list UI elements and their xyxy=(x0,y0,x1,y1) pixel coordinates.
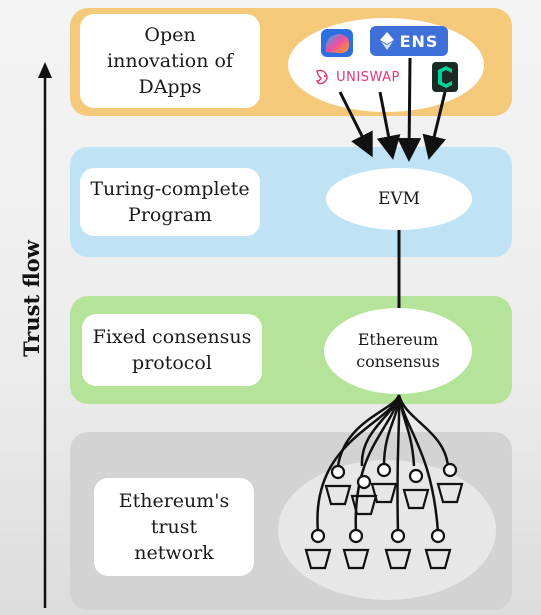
evm-node: EVM xyxy=(326,168,472,230)
consensus-label: Fixed consensus protocol xyxy=(82,314,262,386)
network-label: Ethereum's trust network xyxy=(94,478,254,576)
uniswap-logo-text: UNISWAP xyxy=(336,69,400,85)
network-nodes xyxy=(304,462,464,570)
trust-flow-arrow xyxy=(38,62,52,608)
dapp-logo-colorful-icon xyxy=(320,28,354,58)
ethereum-consensus-node: Ethereum consensus xyxy=(324,308,472,394)
dapps-label: Open innovation of DApps xyxy=(80,14,260,108)
compound-logo xyxy=(432,62,458,92)
ens-logo: ENS xyxy=(370,26,448,56)
uniswap-logo: UNISWAP xyxy=(298,66,416,88)
program-label: Turing-complete Program xyxy=(80,168,260,236)
ens-logo-text: ENS xyxy=(399,31,439,51)
